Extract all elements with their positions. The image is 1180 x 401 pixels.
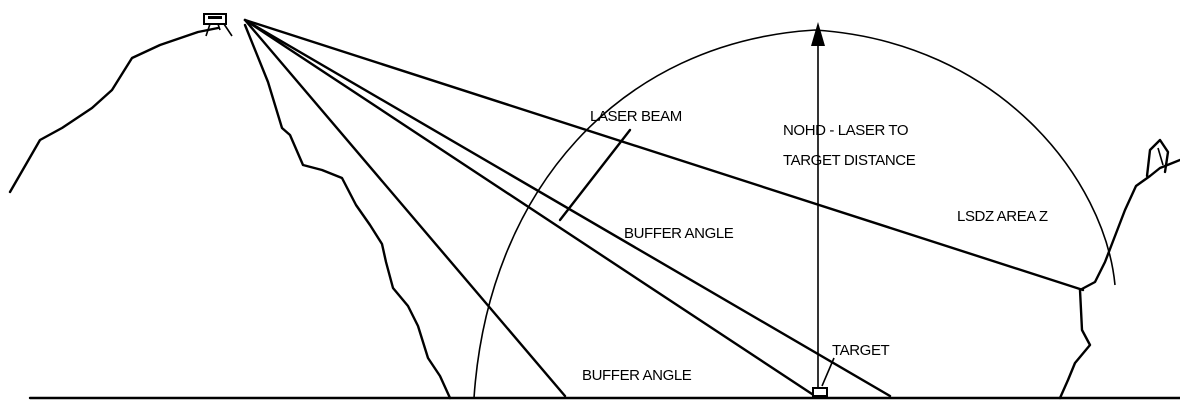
laser-beam-label: LASER BEAM — [590, 108, 682, 125]
laser-beam-leader — [558, 128, 632, 222]
laser-beam-line — [243, 18, 1085, 292]
buffer-angle-lower-label: BUFFER ANGLE — [582, 367, 692, 384]
beam-buffer-line-b — [243, 18, 817, 398]
target-leader — [821, 357, 835, 387]
lsdz-area-label: LSDZ AREA Z — [957, 208, 1048, 225]
hill-slope — [243, 23, 452, 400]
laser-designator-icon — [203, 13, 233, 37]
nohd-arrow-head — [811, 22, 825, 46]
left-hill-profile — [8, 26, 220, 194]
nohd-label-line2: TARGET DISTANCE — [783, 152, 916, 169]
nohd-arc — [473, 29, 1116, 399]
target-icon — [812, 387, 828, 397]
buffer-angle-upper-label: BUFFER ANGLE — [624, 225, 734, 242]
beam-buffer-line-a — [243, 18, 892, 398]
beam-buffer-line-c — [243, 18, 567, 398]
right-structure-icon — [1145, 138, 1170, 178]
right-hill-profile — [1058, 158, 1180, 400]
target-label: TARGET — [832, 342, 890, 359]
nohd-label-line1: NOHD - LASER TO — [783, 122, 908, 139]
